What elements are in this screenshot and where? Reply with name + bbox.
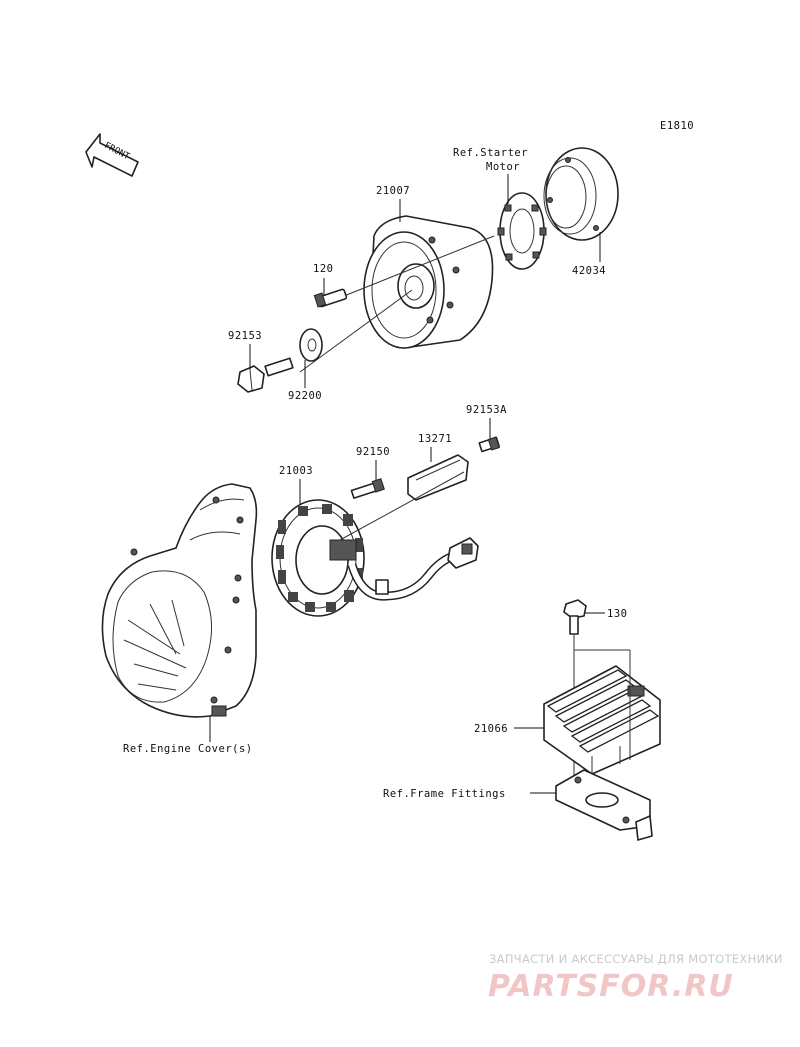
label-21007: 21007 [376, 185, 410, 197]
label-ref-starter-motor-1: Ref.Starter [453, 147, 528, 159]
label-ref-starter-motor-2: Motor [486, 161, 520, 173]
label-130: 130 [607, 608, 627, 620]
part-92153A-screw [478, 436, 500, 453]
part-42034-ring [543, 147, 619, 241]
part-92200-washer [299, 328, 323, 362]
label-ref-engine-cover: Ref.Engine Cover(s) [123, 743, 253, 755]
part-120-bolt [313, 288, 348, 308]
starter-clutch [497, 192, 547, 270]
watermark-tagline: ЗАПЧАСТИ И АКСЕССУАРЫ ДЛЯ МОТОТЕХНИКИ [489, 952, 783, 966]
stator-wire [347, 537, 479, 601]
label-ref-frame-fittings: Ref.Frame Fittings [383, 788, 506, 800]
watermark-brand: PARTSFOR.RU [488, 969, 734, 1004]
label-13271: 13271 [418, 433, 452, 445]
label-92153: 92153 [228, 330, 262, 342]
part-21066-regulator [543, 665, 661, 775]
label-92200: 92200 [288, 390, 322, 402]
label-42034: 42034 [572, 265, 606, 277]
part-21003-stator [271, 499, 365, 617]
part-130-bolt [563, 599, 587, 635]
part-92150-screw [350, 478, 385, 499]
label-92150: 92150 [356, 446, 390, 458]
frame-fitting-bracket [555, 769, 653, 841]
label-92153A: 92153A [466, 404, 507, 416]
part-92153-bolt [237, 357, 294, 393]
label-21066: 21066 [474, 723, 508, 735]
front-arrow-icon: FRONT [85, 133, 139, 177]
part-21007-rotor [363, 215, 494, 349]
label-120: 120 [313, 263, 333, 275]
engine-cover [101, 483, 258, 718]
diagram-code: E1810 [660, 120, 694, 132]
label-21003: 21003 [279, 465, 313, 477]
part-13271-plate [407, 454, 469, 501]
